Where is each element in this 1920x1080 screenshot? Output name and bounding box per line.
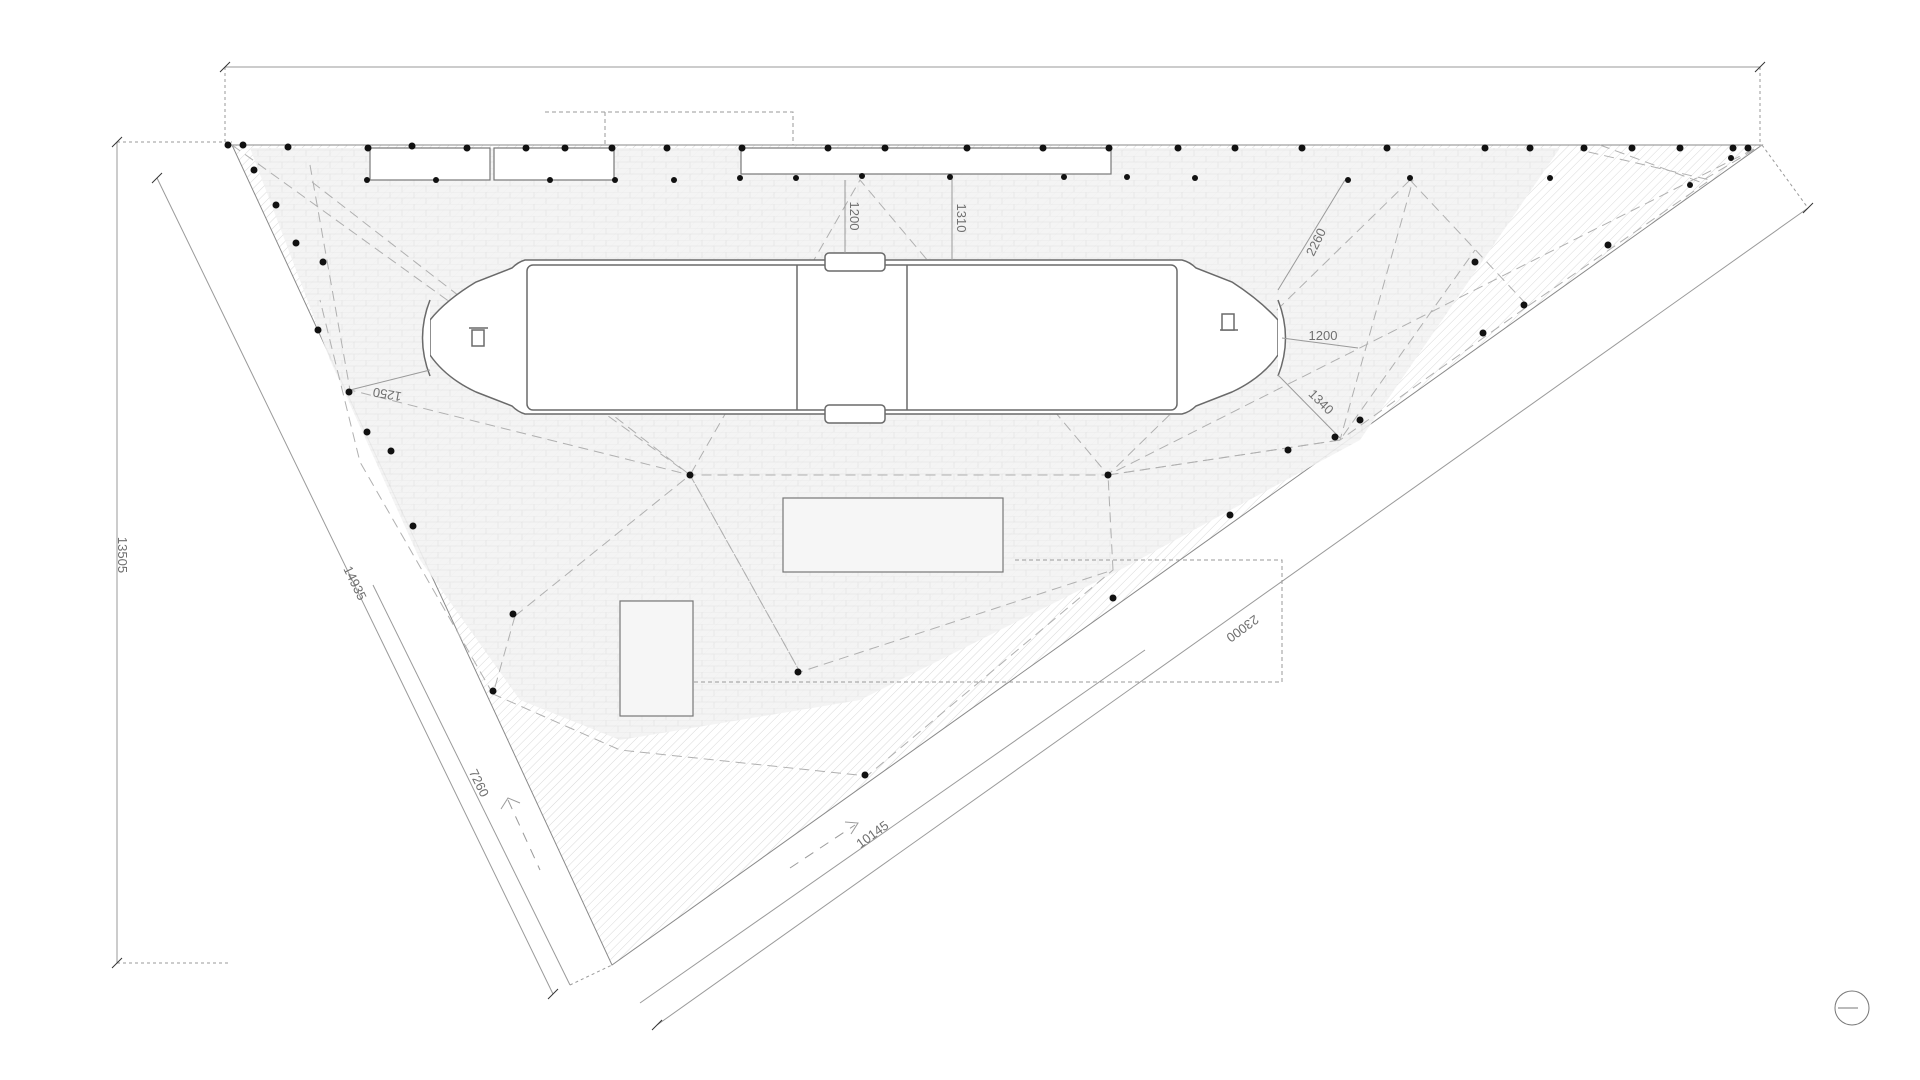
north-arrow-icon — [1834, 990, 1870, 1026]
dim-left-height: 13505 — [115, 537, 130, 573]
bottom-diagonal-dimension — [639, 144, 1814, 1031]
plaza-bench-block — [619, 600, 694, 717]
dim-hypotenuse-inner: 23000 — [1224, 612, 1262, 645]
dashed-service-outline — [690, 559, 1283, 683]
inner-dimension-lines — [349, 174, 1359, 439]
plaza-kiosk — [782, 497, 1004, 573]
dim-top-gap-2: 1310 — [954, 204, 969, 233]
dim-left-diagonal-lower: 7260 — [466, 767, 492, 800]
dim-right-gap-mid: 1200 — [1309, 328, 1338, 343]
left-dimension — [111, 136, 232, 969]
top-dimension — [219, 61, 1766, 145]
dim-top-gap-1: 1200 — [847, 202, 862, 231]
paved-plaza — [250, 148, 1560, 740]
dim-bottom-diagonal: 10145 — [853, 818, 891, 851]
bench-2 — [493, 147, 615, 181]
tram-door-top — [824, 252, 886, 272]
column-points — [224, 141, 1752, 779]
left-diagonal-dimension — [151, 172, 613, 1000]
dim-left-gap: 1250 — [372, 385, 403, 405]
dim-left-diagonal: 14935 — [340, 563, 369, 602]
top-dashed-outline — [545, 111, 794, 145]
bench-1 — [369, 147, 491, 181]
bench-3 — [740, 147, 1112, 175]
flow-arrows — [500, 797, 859, 871]
top-benches — [369, 147, 1112, 181]
tram-vehicle — [421, 252, 1287, 424]
tram-door-bottom — [824, 404, 886, 424]
